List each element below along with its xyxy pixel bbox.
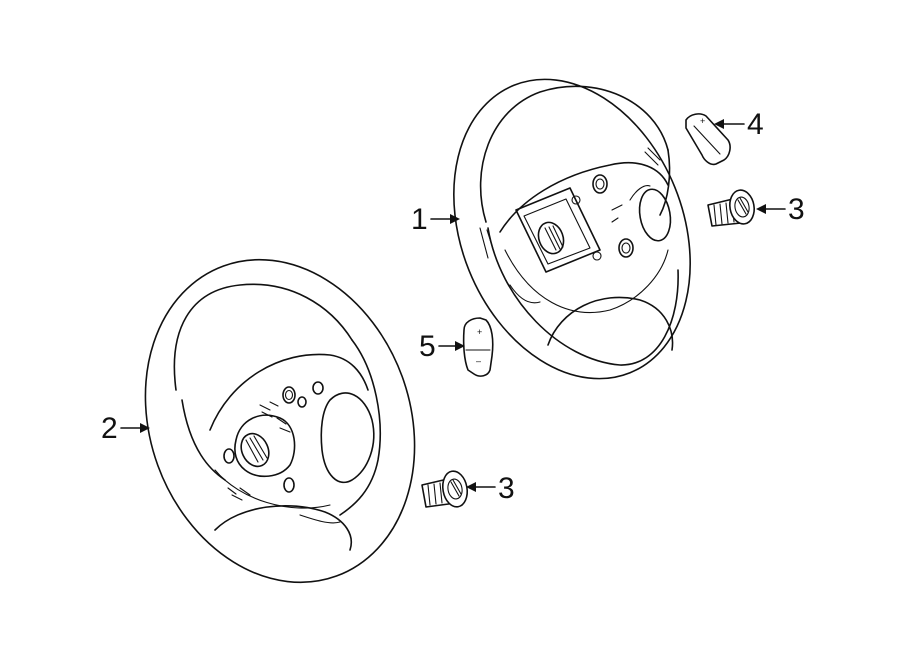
switch-5-minus-mark: –: [476, 356, 481, 366]
callout-1-number: 1: [411, 203, 428, 236]
bolt-part-3-lower: [421, 470, 469, 508]
callout-4-number: 4: [747, 108, 764, 141]
bolt-part-3-upper: [707, 189, 755, 227]
callout-3-upper-number: 3: [788, 193, 805, 226]
callout-5-number: 5: [419, 330, 436, 363]
steering-wheel-1: [453, 78, 691, 380]
switch-part-4: +: [685, 113, 731, 166]
steering-wheel-2: [144, 258, 416, 584]
switch-4-plus-mark: +: [700, 116, 705, 126]
callout-5: 5: [419, 330, 465, 363]
switch-part-5: + –: [462, 317, 494, 377]
callout-3-upper: 3: [756, 193, 805, 226]
callout-3-lower: 3: [466, 472, 515, 505]
callout-2-number: 2: [101, 412, 118, 445]
callout-2: 2: [101, 412, 150, 445]
callout-3-lower-number: 3: [498, 472, 515, 505]
switch-5-plus-mark: +: [477, 327, 482, 337]
callout-1: 1: [411, 203, 460, 236]
callout-4: 4: [714, 108, 764, 141]
